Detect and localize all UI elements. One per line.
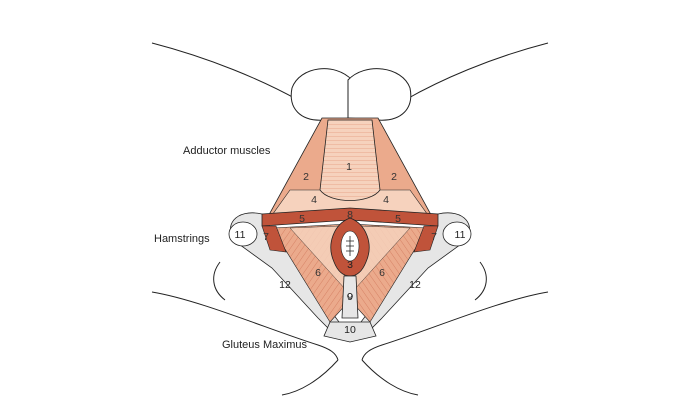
left-thigh-outline xyxy=(151,42,299,101)
pubic-lobe-left xyxy=(290,68,353,121)
num-4-left: 4 xyxy=(311,194,317,206)
num-2-right: 2 xyxy=(391,171,397,183)
right-buttock-outline xyxy=(361,291,549,361)
num-9: 9 xyxy=(347,291,353,303)
num-8: 8 xyxy=(347,209,353,221)
right-lower-curve xyxy=(361,359,419,396)
num-6-left: 6 xyxy=(315,267,321,279)
label-hamstrings: Hamstrings xyxy=(154,233,210,245)
num-2-left: 2 xyxy=(303,171,309,183)
label-adductor-muscles: Adductor muscles xyxy=(183,145,271,157)
num-7-left: 7 xyxy=(263,231,269,243)
muscle-7-right xyxy=(413,225,439,253)
num-5-right: 5 xyxy=(395,213,401,225)
ischial-tuberosity-left xyxy=(228,221,258,247)
left-lower-curve xyxy=(281,359,339,396)
ischial-tuberosity-right xyxy=(442,221,472,247)
num-11-right: 11 xyxy=(455,229,466,241)
right-hip-curve xyxy=(474,261,487,301)
left-hip-curve xyxy=(213,261,226,301)
sphincter-mark xyxy=(346,236,354,256)
label-gluteus-maximus: Gluteus Maximus xyxy=(222,339,307,351)
muscle-7-left xyxy=(261,225,287,253)
num-5-left: 5 xyxy=(299,213,305,225)
pubic-lobe-right xyxy=(347,68,412,121)
num-4-right: 4 xyxy=(383,194,389,206)
num-10: 10 xyxy=(344,324,356,336)
num-3: 3 xyxy=(347,259,353,271)
muscle-1 xyxy=(319,119,381,201)
left-buttock-outline xyxy=(151,291,339,361)
right-thigh-outline xyxy=(404,42,549,101)
num-12-right: 12 xyxy=(409,279,421,291)
num-12-left: 12 xyxy=(279,279,291,291)
coccyx-point xyxy=(347,293,353,299)
num-1: 1 xyxy=(346,161,352,173)
coccyx-base xyxy=(323,321,377,343)
num-6-right: 6 xyxy=(379,267,385,279)
num-7-right: 7 xyxy=(431,231,437,243)
num-11-left: 11 xyxy=(235,229,246,241)
